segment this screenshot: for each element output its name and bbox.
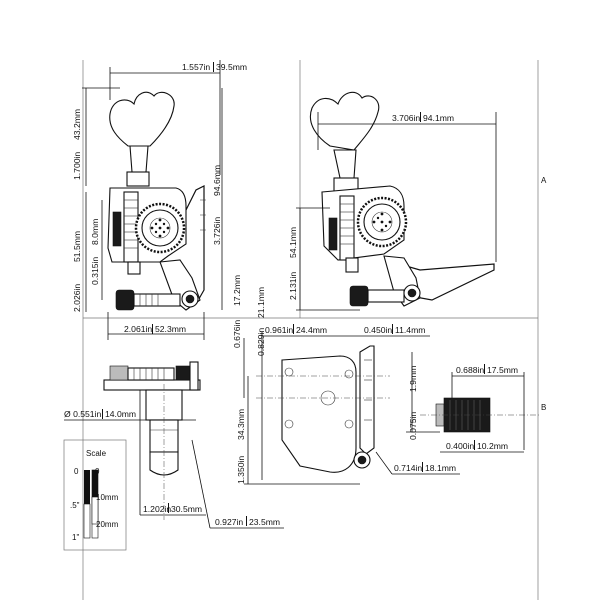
dim-0714-mm: 18.1mm [425,463,456,473]
scale-one-inch: 1" [72,533,79,542]
dim-3706-mm: 94.1mm [423,113,454,123]
dim-1202: 1.202in [143,504,171,514]
bushing-view: 0.688in 17.5mm 0.075in 1.9mm 0.400in 10.… [406,352,540,453]
dim-0688: 0.688in [456,365,484,375]
sheet-frame: A B [82,60,547,600]
dim-2026-mm: 51.5mm [72,231,82,262]
scale-zero-left: 0 [74,467,79,476]
dim-0688-mm: 17.5mm [487,365,518,375]
dim-0450-mm: 11.4mm [395,325,425,335]
dim-0075: 0.075in [408,412,418,440]
dim-0551: Ø 0.551in [64,409,101,419]
scale-zero-right: 0 [95,467,100,476]
dim-2131-mm: 54.1mm [288,227,298,258]
dim-0961-mm: 24.4mm [296,325,327,335]
dim-0315-mm: 8.0mm [90,219,100,245]
scale-ten-mm: 10mm [96,493,119,502]
angled-key-head [310,91,380,151]
dim-1557-mm: 39.5mm [216,62,247,72]
dim-1557: 1.557in [182,62,210,72]
side-knob [109,365,129,381]
dim-1350-mm: 34.3mm [236,409,246,440]
dim-0676-mm: 17.2mm [232,275,242,306]
dim-3726: 3.726in [212,217,222,245]
dim-1202-mm: 30.5mm [171,504,202,514]
scale-twenty-mm: 20mm [96,520,119,529]
dim-3726-mm: 94.6mm [212,165,222,196]
dim-0400-mm: 10.2mm [477,441,508,451]
dim-0400: 0.400in [446,441,474,451]
dim-2061: 2.061in [124,324,152,334]
dim-0676: 0.676in [232,320,242,348]
scale-title: Scale [86,449,107,458]
dim-0551-mm: 14.0mm [105,409,136,419]
dim-0075-mm: 1.9mm [408,366,418,392]
dim-1700-mm: 43.2mm [72,109,82,140]
frame-mark-a: A [541,176,547,185]
base-plate-view: 0.961in 24.4mm 0.450in 11.4mm 0.829in 21… [232,275,460,485]
dim-0829-mm: 21.1mm [256,287,266,318]
dim-0829: 0.829in [256,328,266,356]
dim-0927-mm: 23.5mm [249,517,280,527]
scale-half-inch: .5" [70,501,80,510]
dim-2131: 2.131in [288,272,298,300]
angled-view: 3.706in 94.1mm 2.131in 54.1mm [288,91,497,311]
frame-mark-b: B [541,403,546,412]
dim-0315: 0.315in [90,257,100,285]
front-view: 1.557in 39.5mm 1.700in 43.2mm 2.026in 51… [72,60,247,340]
dim-0714: 0.714in [394,463,422,473]
base-plate [281,355,357,473]
tuner-key-head [109,91,175,147]
brand-plate [112,211,122,247]
dim-0927: 0.927in [215,517,243,527]
dim-0450: 0.450in [364,325,392,335]
side-view: Ø 0.551in 14.0mm 1.202in 30.5mm 0.927in … [64,361,284,529]
dim-0961: 0.961in [265,325,293,335]
dim-3706: 3.706in [392,113,420,123]
dim-1350: 1.350in [236,456,246,484]
tuning-knob [115,289,135,311]
dim-1700: 1.700in [72,152,82,180]
dim-2026: 2.026in [72,284,82,312]
scale-legend: Scale 0 0 .5" 1" 10mm 20mm [63,439,127,551]
dim-2061-mm: 52.3mm [155,324,186,334]
